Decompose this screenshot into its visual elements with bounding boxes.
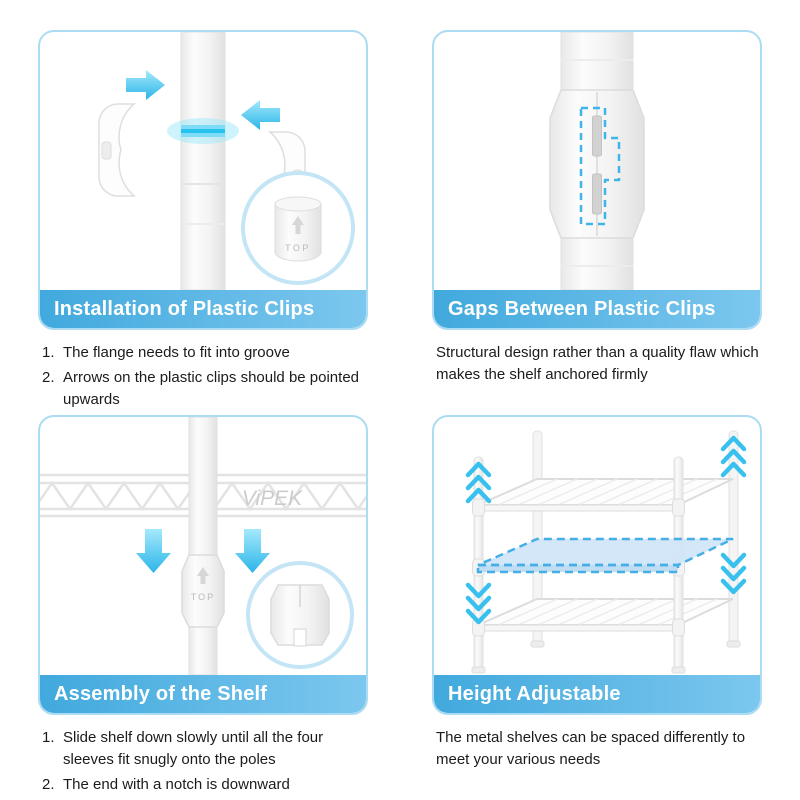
assembly-illustration-svg: ViPEK TOP (40, 417, 366, 675)
gap-highlight-outline (579, 106, 621, 226)
panel-installation-clips: TOP Installation of Plastic Clips The fl… (38, 30, 368, 415)
panel-box: ViPEK TOP Assembly of the Shel (38, 415, 368, 715)
panel-box: Height Adjustable (432, 415, 762, 715)
panel-title-banner: Height Adjustable (434, 675, 760, 713)
panel-title: Gaps Between Plastic Clips (448, 297, 716, 320)
panel-title: Assembly of the Shelf (54, 682, 268, 705)
highlighted-shelf (476, 537, 734, 574)
detail-inset (246, 561, 354, 669)
panel-gaps-clips: Gaps Between Plastic Clips Structural de… (432, 30, 762, 415)
description: The metal shelves can be spaced differen… (436, 729, 746, 768)
chevron-up-icon (465, 461, 492, 504)
steps-list: Slide shelf down slowly until all the fo… (38, 727, 368, 795)
height-illustration-svg (465, 430, 747, 674)
panel-box: TOP Installation of Plastic Clips (38, 30, 368, 330)
clips-illustration-svg: TOP (98, 32, 355, 290)
panel-shelf-assembly: ViPEK TOP Assembly of the Shel (38, 415, 368, 800)
chevron-down-icon (720, 552, 747, 595)
arrow-right-icon (126, 70, 165, 100)
pole (188, 417, 218, 675)
caption-text: Structural design rather than a quality … (432, 342, 762, 386)
arrow-down-icon (136, 529, 171, 573)
description: Structural design rather than a quality … (436, 344, 759, 383)
arrow-left-icon (241, 100, 280, 130)
clip-gap-slot (592, 115, 602, 157)
top-marking: TOP (285, 243, 311, 253)
top-arrow-marking (292, 216, 304, 234)
step-item: Arrows on the plastic clips should be po… (42, 367, 360, 408)
height-illustration (434, 417, 760, 675)
arrow-down-icon (235, 529, 270, 573)
caption-steps: The flange needs to fit into groove Arro… (38, 342, 368, 410)
panel-title-banner: Gaps Between Plastic Clips (434, 290, 760, 328)
step-item: The flange needs to fit into groove (42, 342, 290, 364)
plastic-clip-left (98, 103, 136, 197)
wire-shelf-top (477, 478, 734, 512)
panel-title-banner: Installation of Plastic Clips (40, 290, 366, 328)
caption-steps: Slide shelf down slowly until all the fo… (38, 727, 368, 795)
pole (180, 32, 226, 290)
clip-gap-slot (592, 173, 602, 215)
gaps-illustration-svg (549, 32, 645, 290)
brand-text: ViPEK (242, 487, 303, 510)
steps-list: The flange needs to fit into groove Arro… (38, 342, 368, 410)
gaps-illustration (434, 32, 760, 290)
caption-text: The metal shelves can be spaced differen… (432, 727, 762, 771)
notch (293, 628, 307, 647)
chevron-up-icon (720, 435, 747, 478)
panel-title: Height Adjustable (448, 682, 621, 705)
chevron-down-icon (465, 582, 492, 625)
panel-title: Installation of Plastic Clips (54, 297, 315, 320)
top-arrow-marking (197, 567, 209, 584)
clips-illustration: TOP (40, 32, 366, 290)
wire-shelf-bottom (477, 598, 734, 632)
panel-height-adjustable: Height Adjustable The metal shelves can … (432, 415, 762, 800)
panel-title-banner: Assembly of the Shelf (40, 675, 366, 713)
step-item: Slide shelf down slowly until all the fo… (42, 727, 324, 768)
sleeve (181, 554, 225, 628)
assembly-illustration: ViPEK TOP (40, 417, 366, 675)
top-marking: TOP (191, 592, 215, 602)
step-item: The end with a notch is downward (42, 774, 290, 796)
clip-slot (101, 141, 112, 160)
detail-inset: TOP (241, 171, 355, 285)
panel-box: Gaps Between Plastic Clips (432, 30, 762, 330)
sleeve-notch-detail (270, 584, 330, 646)
